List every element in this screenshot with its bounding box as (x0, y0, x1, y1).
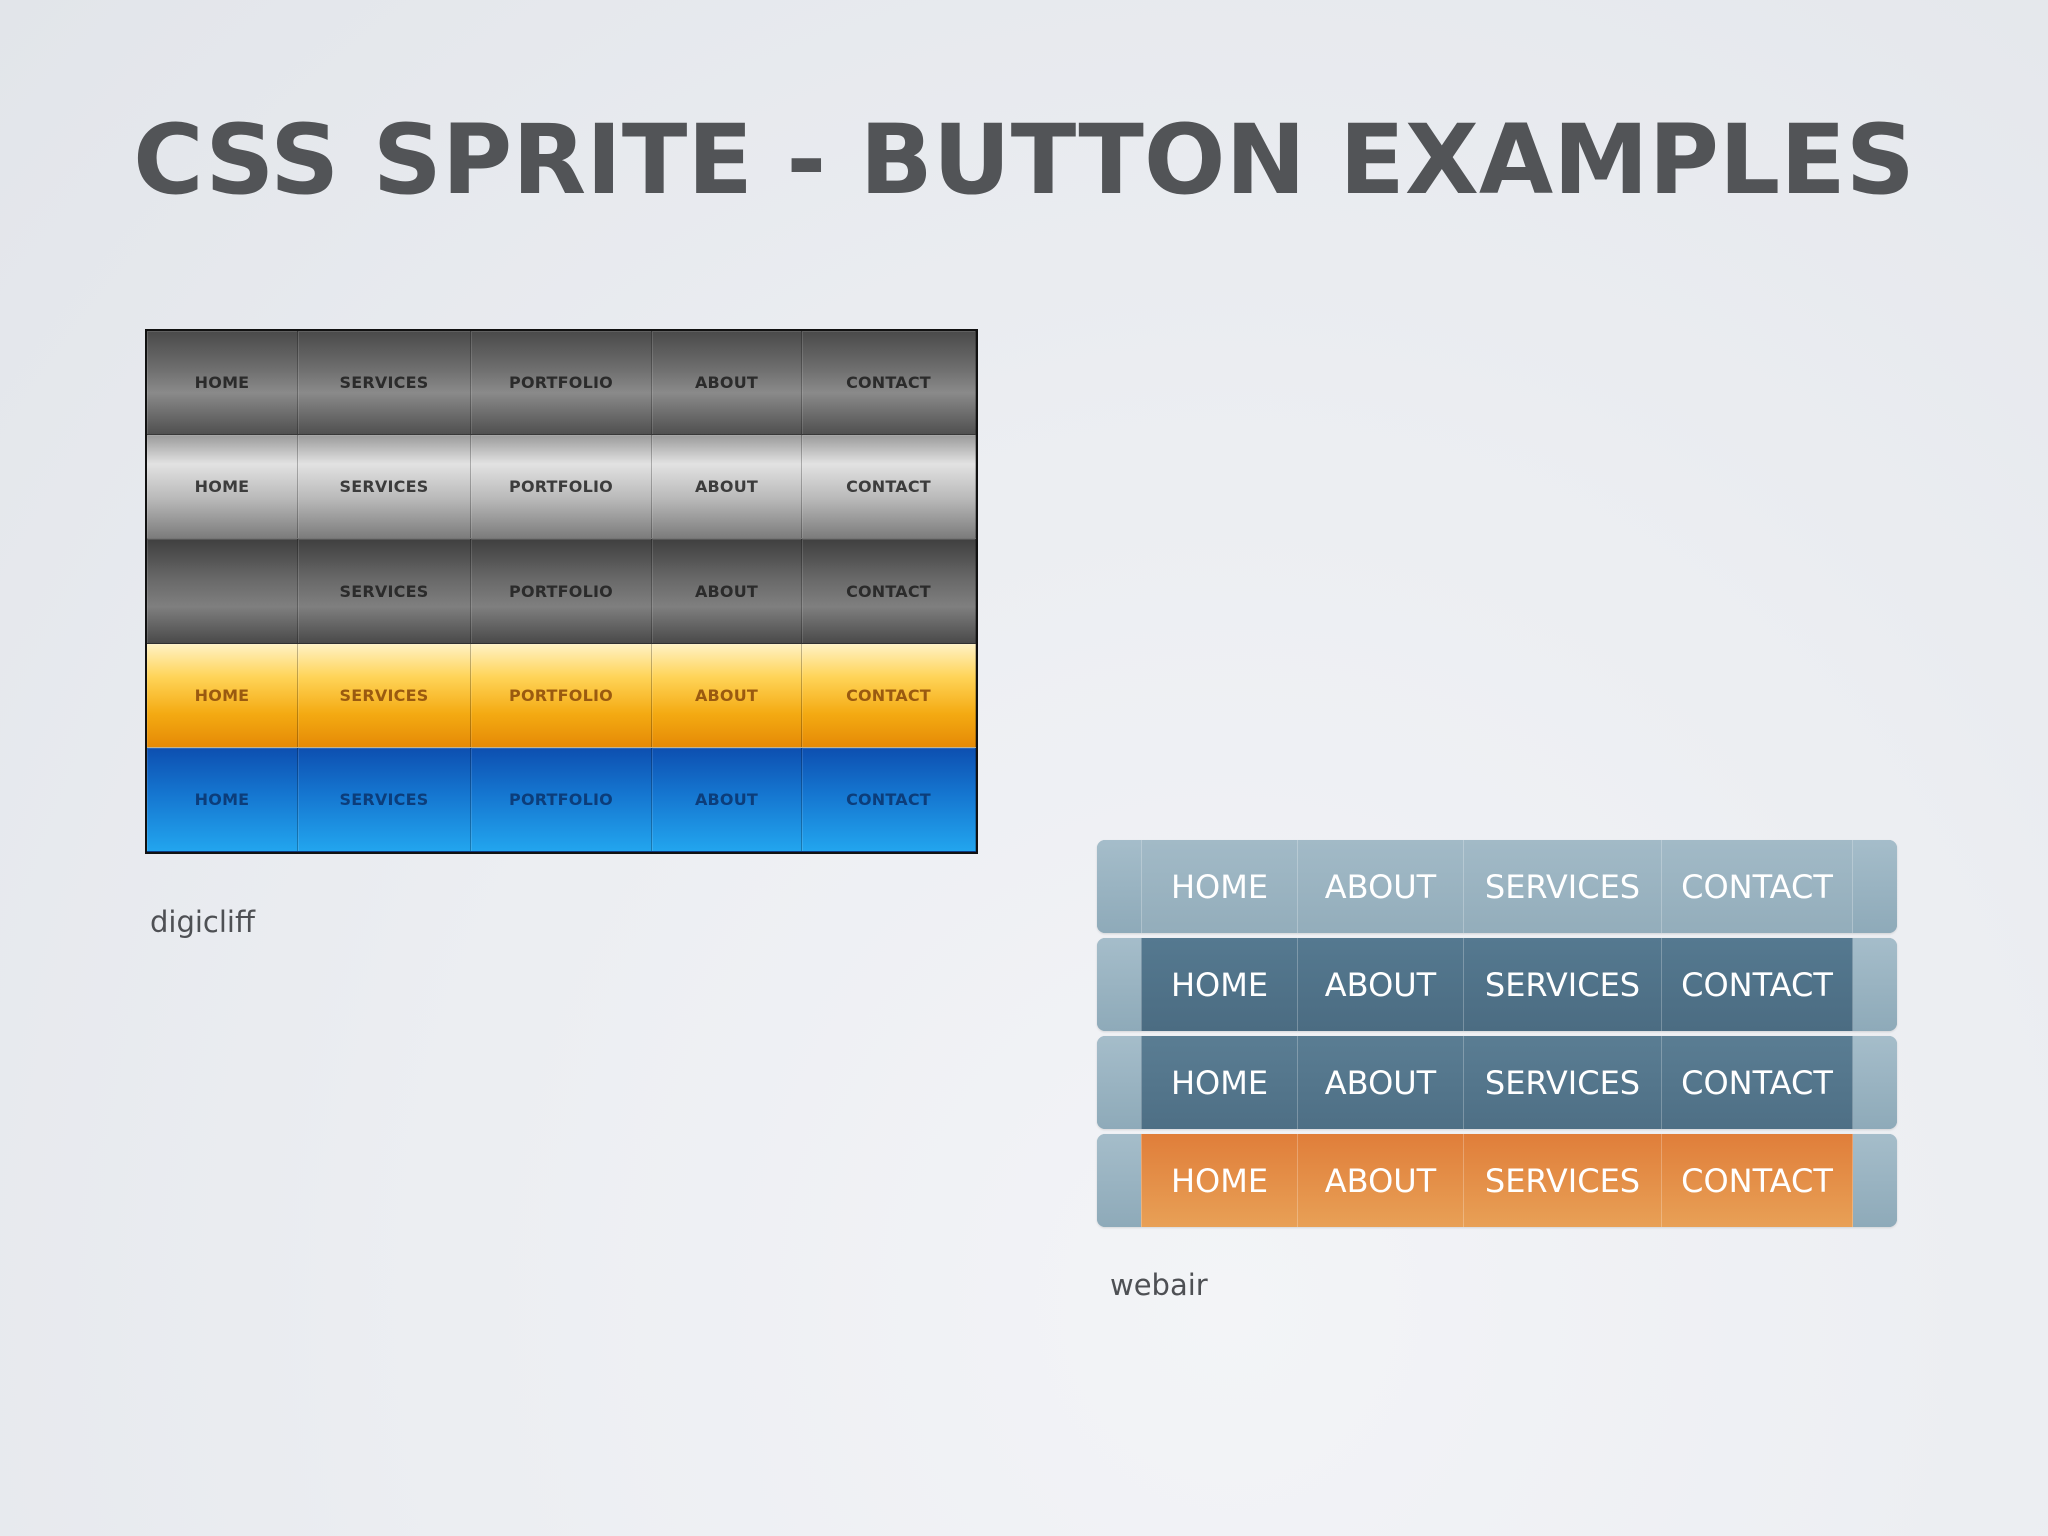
digicliff-about-button[interactable]: ABOUT (652, 331, 802, 436)
digicliff-services-button[interactable]: SERVICES (298, 539, 471, 644)
digicliff-row-4: HOME SERVICES PORTFOLIO ABOUT CONTACT (147, 643, 976, 748)
webair-home-button[interactable]: HOME (1141, 1036, 1297, 1129)
digicliff-sprite: HOME SERVICES PORTFOLIO ABOUT CONTACT HO… (145, 329, 978, 854)
webair-contact-button[interactable]: CONTACT (1661, 938, 1853, 1031)
digicliff-services-button[interactable]: SERVICES (298, 747, 471, 853)
digicliff-portfolio-button[interactable]: PORTFOLIO (471, 539, 652, 644)
slide-title: CSS SPRITE - BUTTON EXAMPLES (133, 104, 1915, 216)
webair-row-4: HOME ABOUT SERVICES CONTACT (1097, 1134, 1897, 1227)
webair-services-button[interactable]: SERVICES (1463, 1134, 1661, 1227)
digicliff-home-button[interactable]: HOME (147, 747, 298, 853)
digicliff-portfolio-button[interactable]: PORTFOLIO (471, 435, 652, 540)
digicliff-caption: digicliff (150, 905, 255, 939)
webair-right-cap (1853, 840, 1897, 933)
webair-left-cap (1097, 840, 1141, 933)
webair-services-button[interactable]: SERVICES (1463, 840, 1661, 933)
digicliff-home-button[interactable] (147, 539, 298, 644)
webair-left-cap (1097, 1134, 1141, 1227)
digicliff-about-button[interactable]: ABOUT (652, 643, 802, 748)
digicliff-portfolio-button[interactable]: PORTFOLIO (471, 643, 652, 748)
digicliff-row-5: HOME SERVICES PORTFOLIO ABOUT CONTACT (147, 747, 976, 853)
digicliff-contact-button[interactable]: CONTACT (802, 539, 976, 644)
webair-row-2: HOME ABOUT SERVICES CONTACT (1097, 938, 1897, 1031)
digicliff-row-3: SERVICES PORTFOLIO ABOUT CONTACT (147, 539, 976, 644)
digicliff-services-button[interactable]: SERVICES (298, 643, 471, 748)
webair-right-cap (1853, 1134, 1897, 1227)
digicliff-row-1: HOME SERVICES PORTFOLIO ABOUT CONTACT (147, 331, 976, 436)
digicliff-contact-button[interactable]: CONTACT (802, 643, 976, 748)
digicliff-portfolio-button[interactable]: PORTFOLIO (471, 331, 652, 436)
webair-about-button[interactable]: ABOUT (1297, 938, 1463, 1031)
digicliff-contact-button[interactable]: CONTACT (802, 747, 976, 853)
webair-home-button[interactable]: HOME (1141, 1134, 1297, 1227)
webair-right-cap (1853, 938, 1897, 1031)
webair-left-cap (1097, 938, 1141, 1031)
digicliff-about-button[interactable]: ABOUT (652, 435, 802, 540)
webair-row-3: HOME ABOUT SERVICES CONTACT (1097, 1036, 1897, 1129)
webair-contact-button[interactable]: CONTACT (1661, 1036, 1853, 1129)
digicliff-row-2: HOME SERVICES PORTFOLIO ABOUT CONTACT (147, 435, 976, 540)
webair-caption: webair (1110, 1268, 1208, 1302)
webair-sprite: HOME ABOUT SERVICES CONTACT HOME ABOUT S… (1097, 840, 1897, 1227)
digicliff-contact-button[interactable]: CONTACT (802, 331, 976, 436)
digicliff-portfolio-button[interactable]: PORTFOLIO (471, 747, 652, 853)
webair-contact-button[interactable]: CONTACT (1661, 1134, 1853, 1227)
digicliff-home-button[interactable]: HOME (147, 435, 298, 540)
digicliff-contact-button[interactable]: CONTACT (802, 435, 976, 540)
webair-right-cap (1853, 1036, 1897, 1129)
digicliff-about-button[interactable]: ABOUT (652, 539, 802, 644)
webair-home-button[interactable]: HOME (1141, 840, 1297, 933)
webair-services-button[interactable]: SERVICES (1463, 938, 1661, 1031)
digicliff-services-button[interactable]: SERVICES (298, 435, 471, 540)
webair-about-button[interactable]: ABOUT (1297, 840, 1463, 933)
digicliff-home-button[interactable]: HOME (147, 331, 298, 436)
digicliff-home-button[interactable]: HOME (147, 643, 298, 748)
webair-services-button[interactable]: SERVICES (1463, 1036, 1661, 1129)
digicliff-about-button[interactable]: ABOUT (652, 747, 802, 853)
webair-row-1: HOME ABOUT SERVICES CONTACT (1097, 840, 1897, 933)
webair-contact-button[interactable]: CONTACT (1661, 840, 1853, 933)
digicliff-services-button[interactable]: SERVICES (298, 331, 471, 436)
webair-left-cap (1097, 1036, 1141, 1129)
webair-about-button[interactable]: ABOUT (1297, 1134, 1463, 1227)
webair-home-button[interactable]: HOME (1141, 938, 1297, 1031)
webair-about-button[interactable]: ABOUT (1297, 1036, 1463, 1129)
